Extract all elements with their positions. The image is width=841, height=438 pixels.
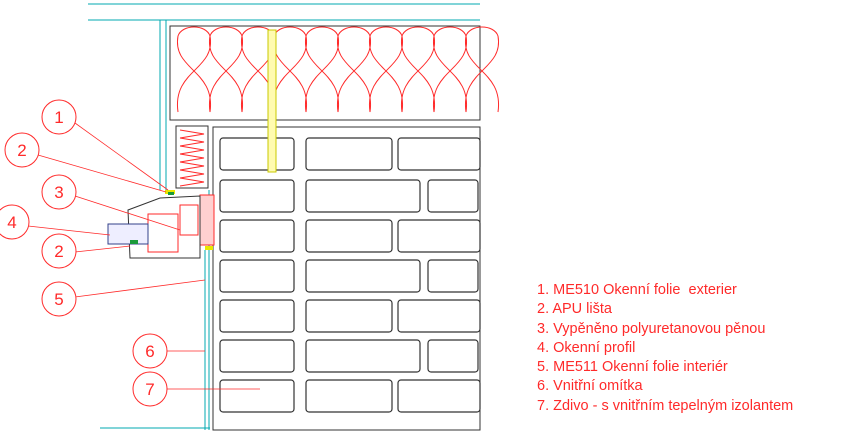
legend-item: 2. APU lišta <box>537 301 612 318</box>
callout-4: 4 <box>0 204 30 240</box>
brick-cavity <box>397 219 481 253</box>
facade-lines <box>88 3 480 429</box>
insulation-zigzag <box>179 145 205 155</box>
callout-2a: 2 <box>4 132 40 168</box>
insulation-zigzag <box>179 153 205 163</box>
svg-text:1: 1 <box>54 108 63 127</box>
insulation-zigzag <box>179 129 205 139</box>
brick-cavity <box>305 137 393 171</box>
brick-cavity <box>219 339 295 373</box>
insulation-loop <box>305 26 339 113</box>
brick-cavity <box>397 379 481 413</box>
brick-cavity <box>219 179 295 213</box>
brick-cavity <box>397 299 481 333</box>
window-profile <box>107 190 215 259</box>
svg-text:7: 7 <box>145 380 154 399</box>
brick-cavity <box>397 137 481 171</box>
svg-text:2: 2 <box>54 242 63 261</box>
brick-cavity <box>427 259 479 293</box>
insulation-zigzag <box>179 169 205 179</box>
legend-item: 4. Okenní profil <box>537 339 636 356</box>
callout-7: 7 <box>132 371 168 407</box>
insulation-loop <box>369 26 403 113</box>
brick-cavity <box>305 219 393 253</box>
svg-text:3: 3 <box>54 183 63 202</box>
brick-cavity <box>305 299 393 333</box>
insulation-zigzag <box>179 177 205 187</box>
callout-1: 1 <box>41 99 77 135</box>
insulation-loop <box>465 26 499 113</box>
brick-cavity <box>305 379 393 413</box>
callout-2b: 2 <box>41 233 77 269</box>
brick-cavity <box>305 259 421 293</box>
insulation-loop <box>433 26 467 113</box>
legend-item: 1. ME510 Okenní folie exterier <box>537 282 737 298</box>
legend-item: 6. Vnitřní omítka <box>537 378 643 395</box>
insulation-loop <box>177 26 211 113</box>
brick-cavity <box>219 137 295 171</box>
anchor-rod <box>267 29 277 173</box>
callout-5: 5 <box>41 281 77 317</box>
leader-lines <box>27 122 260 390</box>
brick-cavity <box>305 179 421 213</box>
brick-cavity <box>219 379 295 413</box>
brick-cavity <box>219 259 295 293</box>
insulation-loop <box>337 26 371 113</box>
brick-cavity <box>427 179 479 213</box>
brick-cavity <box>305 339 421 373</box>
legend: 1. ME510 Okenní folie exterier 2. APU li… <box>537 281 793 416</box>
legend-item: 5. ME511 Okenní folie interiér <box>537 359 728 376</box>
brick-cavity <box>219 299 295 333</box>
insulation-loop <box>273 26 307 113</box>
brick-cavity <box>427 339 479 373</box>
insulation-zigzag <box>179 161 205 171</box>
insulation-loop <box>209 26 243 113</box>
brick-cavity <box>219 219 295 253</box>
callout-6: 6 <box>132 333 168 369</box>
top-insulation <box>169 25 499 121</box>
masonry-wall <box>204 126 481 431</box>
legend-item: 3. Vypěněno polyuretanovou pěnou <box>537 320 766 337</box>
svg-text:2: 2 <box>17 141 26 160</box>
svg-text:5: 5 <box>54 290 63 309</box>
insulation-zigzag <box>179 137 205 147</box>
svg-text:6: 6 <box>145 342 154 361</box>
side-insulation <box>175 125 209 189</box>
insulation-loop <box>241 26 275 113</box>
callout-3: 3 <box>41 174 77 210</box>
insulation-loop <box>401 26 435 113</box>
svg-text:4: 4 <box>7 213 16 232</box>
legend-item: 7. Zdivo - s vnitřním tepelným izolantem <box>537 397 794 414</box>
